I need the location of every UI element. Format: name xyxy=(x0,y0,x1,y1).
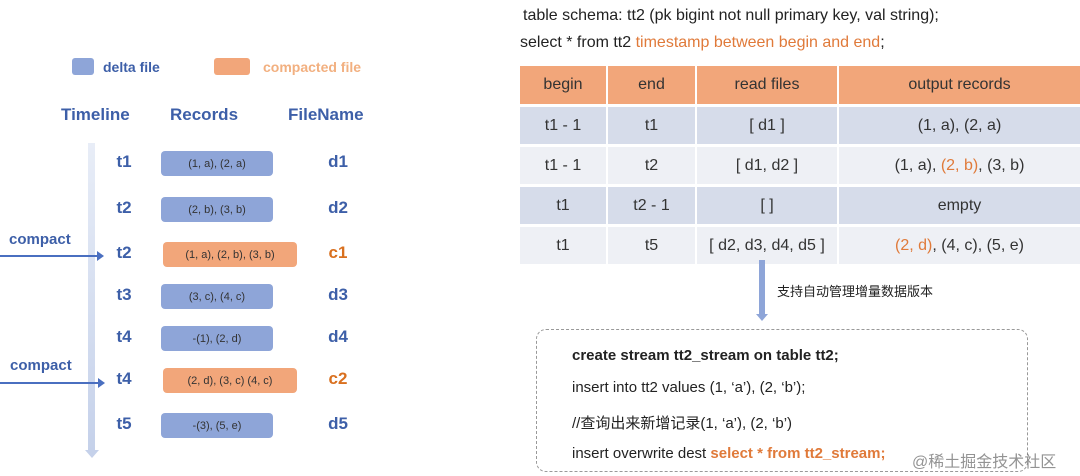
output-part: empty xyxy=(937,196,982,214)
legend-compacted-swatch xyxy=(214,58,250,75)
watermark: @稀土掘金技术社区 xyxy=(912,454,1057,471)
file-name: c1 xyxy=(328,243,348,262)
compacted-file-record: (2, d), (3, c) (4, c) xyxy=(163,368,297,393)
schema-text: table schema: tt2 (pk bigint not null pr… xyxy=(523,7,939,24)
cell-output-records: (1, a), (2, b), (3, b) xyxy=(839,147,1080,184)
cell-begin: t1 xyxy=(520,227,608,264)
delta-file-record: -(1), (2, d) xyxy=(161,326,273,351)
output-part: , (4, c), (5, e) xyxy=(932,236,1024,254)
timeline-label: t4 xyxy=(116,369,132,388)
cell-read-files: [ ] xyxy=(697,187,839,224)
stream-code-box xyxy=(536,329,1028,472)
query-highlight: timestamp between begin and end xyxy=(635,34,881,51)
output-part: (2, d) xyxy=(895,236,933,254)
header-records: Records xyxy=(170,105,239,124)
file-name: d1 xyxy=(328,152,348,171)
legend-delta-label: delta file xyxy=(103,59,160,75)
output-part: (1, a), (2, a) xyxy=(917,116,1002,134)
table-row: t1 t2 - 1 [ ] empty xyxy=(520,187,1080,224)
legend-compacted-label: compacted file xyxy=(263,59,362,75)
delta-file-record: (3, c), (4, c) xyxy=(161,284,273,309)
header-timeline: Timeline xyxy=(61,105,130,124)
table-row: t1 - 1 t1 [ d1 ] (1, a), (2, a) xyxy=(520,107,1080,144)
cell-output-records: empty xyxy=(839,187,1080,224)
compact-label-1: compact xyxy=(9,231,71,248)
compact-arrow-2 xyxy=(0,378,105,388)
code-line-insert: insert into tt2 values (1, ‘a’), (2, ‘b’… xyxy=(572,379,806,396)
cell-output-records: (1, a), (2, a) xyxy=(839,107,1080,144)
cell-output-records: (2, d), (4, c), (5, e) xyxy=(839,227,1080,264)
code-line-comment: //查询出来新增记录(1, ‘a’), (2, ‘b’) xyxy=(572,415,793,432)
compact-label-2: compact xyxy=(10,357,72,374)
output-part: , (3, b) xyxy=(978,156,1025,174)
timeline-label: t4 xyxy=(116,327,132,346)
cell-read-files: [ d1 ] xyxy=(697,107,839,144)
cell-begin: t1 xyxy=(520,187,608,224)
output-part: (1, a), xyxy=(894,156,941,174)
query-prefix: select * from tt2 xyxy=(520,34,636,51)
cell-begin: t1 - 1 xyxy=(520,107,608,144)
col-begin: begin xyxy=(520,66,608,104)
timeline-label: t1 xyxy=(116,152,132,171)
query-text: select * from tt2 timestamp between begi… xyxy=(520,34,885,52)
cell-read-files: [ d2, d3, d4, d5 ] xyxy=(697,227,839,264)
table-row: t1 - 1 t2 [ d1, d2 ] (1, a), (2, b), (3,… xyxy=(520,147,1080,184)
col-read-files: read files xyxy=(697,66,839,104)
file-name: d3 xyxy=(328,285,348,304)
down-arrow-head xyxy=(756,314,768,321)
down-arrow-shaft xyxy=(759,260,765,315)
cell-end: t2 xyxy=(608,147,697,184)
cell-end: t1 xyxy=(608,107,697,144)
delta-file-record: (1, a), (2, a) xyxy=(161,151,273,176)
legend-delta-swatch xyxy=(72,58,94,75)
output-part: (2, b) xyxy=(940,156,979,174)
header-filename: FileName xyxy=(288,105,364,124)
timeline-label: t2 xyxy=(116,243,132,262)
compacted-file-record: (1, a), (2, b), (3, b) xyxy=(163,242,297,267)
timeline-label: t5 xyxy=(116,414,132,433)
file-name: d5 xyxy=(328,414,348,433)
query-suffix: ; xyxy=(880,34,885,51)
table-row: t1 t5 [ d2, d3, d4, d5 ] (2, d), (4, c),… xyxy=(520,227,1080,264)
timeline-label: t3 xyxy=(116,285,132,304)
code-line-overwrite: insert overwrite dest select * from tt2_… xyxy=(572,445,885,462)
delta-file-record: (2, b), (3, b) xyxy=(161,197,273,222)
code-overwrite-prefix: insert overwrite dest xyxy=(572,445,711,462)
cell-begin: t1 - 1 xyxy=(520,147,608,184)
file-name: d4 xyxy=(328,327,348,346)
timeline-arrowhead xyxy=(85,450,99,458)
col-output-records: output records xyxy=(839,66,1080,104)
col-end: end xyxy=(608,66,697,104)
file-name: c2 xyxy=(328,369,348,388)
timeline-label: t2 xyxy=(116,198,132,217)
timeline-axis xyxy=(88,143,95,451)
cell-end: t5 xyxy=(608,227,697,264)
code-line-create: create stream tt2_stream on table tt2; xyxy=(572,347,839,364)
results-table: begin end read files output records t1 -… xyxy=(520,63,1080,267)
code-overwrite-highlight: select * from tt2_stream; xyxy=(710,445,886,462)
compact-arrow-1 xyxy=(0,251,104,261)
cell-read-files: [ d1, d2 ] xyxy=(697,147,839,184)
arrow-label: 支持自动管理增量数据版本 xyxy=(777,284,934,299)
delta-file-record: -(3), (5, e) xyxy=(161,413,273,438)
file-name: d2 xyxy=(328,198,348,217)
cell-end: t2 - 1 xyxy=(608,187,697,224)
